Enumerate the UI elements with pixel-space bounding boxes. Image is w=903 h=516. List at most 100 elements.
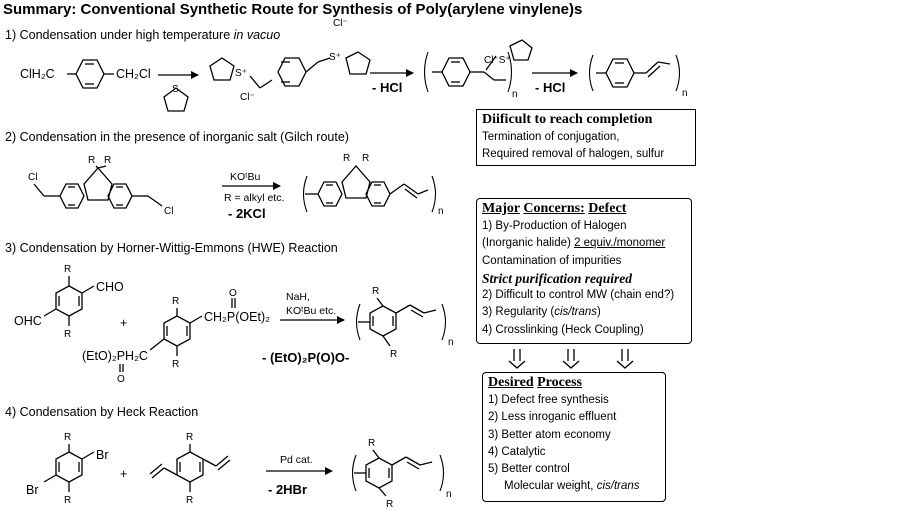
kotbu-label: KOᵗBu [230, 171, 260, 183]
page-title: Summary: Conventional Synthetic Route fo… [3, 1, 582, 18]
ch2p-label: CH₂P(OEt)₂ [204, 310, 270, 324]
dibromobenzene: R Br Br R [26, 432, 109, 506]
heck-r-bottom: R [64, 495, 71, 506]
br-left: Br [26, 483, 39, 497]
box2-line-1: 1) By-Production of Halogen [482, 220, 627, 232]
counterion-right: Cl⁻ [333, 18, 348, 29]
down-arrow-icon [508, 349, 526, 369]
box3-line-2: 2) Less inroganic effluent [488, 411, 617, 424]
phosphoryl-o-bottom: O [117, 374, 125, 385]
ppv-heck-product: R R n [351, 438, 452, 510]
box3-heading: Desired Process [488, 375, 582, 390]
minus-hcl-2: - HCl [535, 80, 565, 95]
box1-heading: Diificult to reach completion [482, 112, 653, 127]
gilch-arrow: KOᵗBu R = alkyl etc. - 2KCl [222, 171, 284, 221]
bisphosphonate: R CH₂P(OEt)₂ O (EtO)₂PH₂C O R [82, 288, 270, 385]
pf-r2: R [362, 153, 369, 164]
phos-r-top: R [172, 296, 179, 307]
major-concerns-box: Major Concerns: Defect 1) By-Production … [476, 198, 692, 344]
clh2c-label: ClH₂C [20, 67, 55, 81]
pendant-sulfonium: Cl⁻S⁺ [484, 55, 511, 66]
minus-hcl-1: - HCl [372, 80, 402, 95]
hwe-arrow: NaH, KOᵗBu etc. - (EtO)₂P(O)O- [262, 291, 349, 365]
ppv4-r-top: R [368, 438, 375, 449]
hwe-r-top: R [64, 264, 71, 275]
fluorene-r1: R [88, 155, 95, 166]
ppv4-r-bottom: R [386, 499, 393, 510]
box2-line-2: (Inorganic halide) 2 equiv./monomer [482, 237, 666, 250]
section-3-heading: 3) Condensation by Horner-Wittig-Emmons … [5, 241, 338, 255]
box2-line-4: Strict purification required [482, 270, 633, 286]
box2-line-7: 4) Crosslinking (Heck Coupling) [482, 323, 644, 336]
terephthalaldehyde: R CHO OHC R [14, 264, 124, 340]
box3-line-6: Molecular weight, cis/trans [504, 480, 640, 493]
box3-line-1: 1) Defect free synthesis [488, 394, 609, 406]
bis-chloromethyl-benzene: ClH₂C CH₂Cl [20, 59, 151, 89]
divinylbenzene: R R [149, 432, 231, 506]
br-right: Br [96, 448, 109, 462]
phosphoryl-o-top: O [229, 288, 237, 299]
pf-r1: R [343, 153, 350, 164]
box2-line-5: 2) Difficult to control MW (chain end?) [482, 289, 675, 302]
hwe-r-bottom: R [64, 329, 71, 340]
minus-2kcl: - 2KCl [228, 206, 266, 221]
kotbu-etc-label: KOᵗBu etc. [286, 305, 336, 317]
cho-label: CHO [96, 280, 124, 294]
counterion-left: Cl⁻ [240, 92, 255, 103]
repeat-n-1: n [512, 89, 518, 100]
sulfonium-right: S⁺ [329, 52, 341, 63]
down-arrow-icon [616, 349, 634, 369]
desired-process-box: Desired Process 1) Defect free synthesis… [482, 372, 666, 502]
minus-2hbr: - 2HBr [268, 482, 307, 497]
box1-line-2: Required removal of halogen, sulfur [482, 148, 665, 161]
box2-heading: Major Concerns: Defect [482, 201, 627, 216]
eto-ph2c-label: (EtO)₂PH₂C [82, 349, 148, 363]
repeat-n-4: n [448, 337, 454, 348]
elimination-arrow-2: - HCl [532, 69, 578, 95]
section-1-heading: 1) Condensation under high temperature i… [5, 28, 280, 42]
pd-cat-label: Pd cat. [280, 454, 313, 466]
ch2cl-label: CH₂Cl [116, 67, 151, 81]
sulfonium-left: S⁺ [235, 68, 247, 79]
plus-sign-2: + [120, 467, 127, 481]
fluorene-r2: R [104, 155, 111, 166]
phos-r-bottom: R [172, 359, 179, 370]
box2-line-6: 3) Regularity (cis/trans) [482, 306, 601, 319]
repeat-n-3: n [438, 206, 444, 217]
r-alkyl-label: R = alkyl etc. [224, 192, 284, 204]
box1-line-1: Termination of conjugation, [482, 131, 620, 143]
bis-chloromethyl-fluorene: Cl R R Cl [28, 155, 173, 217]
cl-right: Cl [164, 206, 173, 217]
ppv-hwe-product: R R n [355, 286, 454, 360]
dvb-r-top: R [186, 432, 193, 443]
box3-line-3: 3) Better atom economy [488, 428, 611, 441]
heck-arrow: Pd cat. - 2HBr [266, 454, 333, 497]
nah-label: NaH, [286, 291, 310, 303]
minus-phosphate: - (EtO)₂P(O)O- [262, 350, 349, 365]
down-arrow-icon [562, 349, 580, 369]
box3-line-5: 5) Better control [488, 463, 570, 476]
repeat-n-2: n [682, 88, 688, 99]
precursor-polymer: Cl⁻S⁺ n [423, 39, 533, 100]
section-2-heading: 2) Condensation in the presence of inorg… [5, 130, 349, 144]
bis-sulfonium-salt: S⁺ Cl⁻ S⁺ Cl⁻ [209, 18, 371, 103]
thiolane-s-label: S [172, 84, 179, 95]
plus-sign-1: + [120, 316, 127, 330]
heck-r-top: R [64, 432, 71, 443]
ppv-polymer: n [588, 54, 688, 99]
repeat-n-5: n [446, 489, 452, 500]
ppv3-r-top: R [372, 286, 379, 297]
completion-issues-box: Diificult to reach completion Terminatio… [476, 109, 696, 166]
box2-line-3: Contamination of impurities [482, 254, 622, 267]
dvb-r-bottom: R [186, 495, 193, 506]
transition-arrows [508, 349, 634, 369]
polyfluorene-vinylene: R R n [302, 153, 444, 217]
ohc-label: OHC [14, 314, 42, 328]
elimination-arrow-1: - HCl [370, 69, 414, 95]
ppv3-r-bottom: R [390, 349, 397, 360]
cl-left: Cl [28, 172, 37, 183]
section-4-heading: 4) Condensation by Heck Reaction [5, 405, 198, 419]
box3-line-4: 4) Catalytic [488, 445, 546, 458]
reagent-arrow-1: S [158, 71, 199, 112]
